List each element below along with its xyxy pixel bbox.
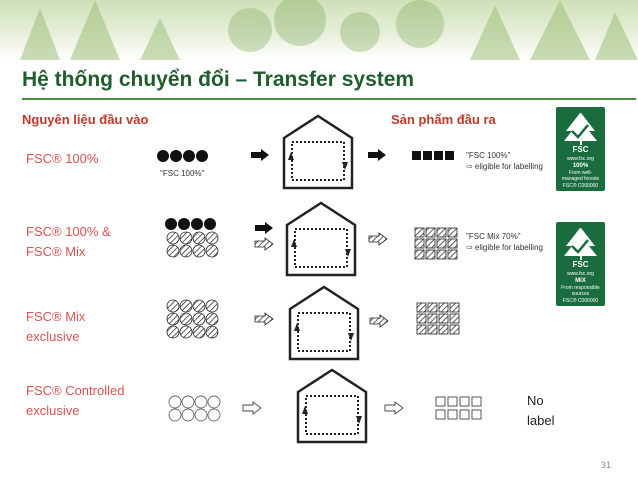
row-1-output-squares — [412, 151, 454, 160]
row-1-output-arrow — [368, 149, 386, 161]
logo-claim-line: managed forests — [561, 176, 600, 182]
note-line: No — [527, 393, 544, 408]
no-label-note: No label — [527, 391, 554, 431]
logo-claim-line: From responsible — [561, 285, 600, 291]
row-label-fsc-100: FSC® 100% — [26, 149, 98, 169]
logo-claim-line: From well- — [568, 170, 593, 176]
row-4-input-circles — [168, 395, 221, 422]
logo-code: FSC® C000000 — [562, 298, 599, 304]
forest-banner — [0, 0, 638, 60]
row-2-output-squares — [414, 227, 458, 260]
fsc-mix-logo: FSC www.fsc.org MIX From responsible sou… — [556, 222, 605, 306]
row-2-output-arrow — [368, 232, 388, 246]
tag-line: "FSC 100%" — [466, 151, 511, 160]
row-label-line: FSC® Mix — [26, 244, 86, 259]
row-label-line: exclusive — [26, 403, 80, 418]
logo-type: MIX — [575, 278, 586, 284]
output-tag-fsc-100: "FSC 100%" ⇨ eligible for labelling — [466, 150, 543, 172]
row-1-input-arrow — [251, 149, 269, 161]
row-4-input-arrow — [242, 401, 262, 415]
row-4-output-arrow — [384, 401, 404, 415]
logo-url: www.fsc.org — [567, 271, 594, 277]
input-tag-fsc-100: "FSC 100%" — [160, 169, 205, 178]
row-label-line: exclusive — [26, 329, 80, 344]
row-3-input-circles — [166, 299, 219, 339]
row-label-line: FSC® 100% — [26, 151, 99, 166]
row-label-fsc-100-mix: FSC® 100% & FSC® Mix — [26, 222, 111, 262]
row-2-input-arrow-hatched — [254, 237, 274, 251]
row-3-input-arrow — [254, 312, 274, 326]
tag-line: "FSC Mix 70%" — [466, 232, 521, 241]
tree-check-icon — [564, 228, 597, 260]
logo-claim-line: sources — [571, 291, 590, 297]
logo-url: www.fsc.org — [567, 156, 594, 162]
row-label-line: FSC® Controlled — [26, 383, 125, 398]
row-label-fsc-controlled: FSC® Controlled exclusive — [26, 381, 124, 421]
row-label-line: FSC® 100% & — [26, 224, 111, 239]
page-number: 31 — [600, 460, 611, 470]
row-4-chain-house — [296, 368, 368, 444]
row-3-output-arrow — [369, 314, 389, 328]
logo-type: 100% — [572, 163, 589, 169]
tree-check-icon — [564, 113, 597, 145]
row-1-input-circles — [157, 150, 208, 162]
logo-brand: FSC — [572, 260, 589, 269]
note-line: label — [527, 413, 555, 428]
logo-brand: FSC — [572, 145, 589, 154]
row-1-chain-house — [282, 114, 354, 190]
row-3-output-squares — [416, 302, 460, 335]
row-2-input-circles — [165, 218, 219, 258]
row-label-line: FSC® Mix — [26, 309, 86, 324]
row-label-fsc-mix-exclusive: FSC® Mix exclusive — [26, 307, 85, 347]
row-4-output-squares — [435, 396, 482, 420]
row-2-chain-house — [285, 201, 357, 277]
output-column-header: Sản phẩm đầu ra — [391, 112, 496, 127]
fsc-100-logo: FSC www.fsc.org 100% From well- managed … — [556, 107, 605, 191]
output-tag-fsc-mix: "FSC Mix 70%" ⇨ eligible for labelling — [466, 231, 543, 253]
tag-line: ⇨ eligible for labelling — [466, 243, 543, 252]
row-2-input-arrow-solid — [255, 222, 273, 234]
logo-code: FSC® C000000 — [562, 183, 599, 189]
title-underline — [22, 98, 636, 100]
forest-illustration — [20, 0, 638, 60]
row-3-chain-house — [288, 285, 360, 361]
tag-line: ⇨ eligible for labelling — [466, 162, 543, 171]
input-column-header: Nguyên liệu đầu vào — [22, 112, 149, 127]
slide-title: Hệ thống chuyển đổi – Transfer system — [22, 68, 415, 91]
